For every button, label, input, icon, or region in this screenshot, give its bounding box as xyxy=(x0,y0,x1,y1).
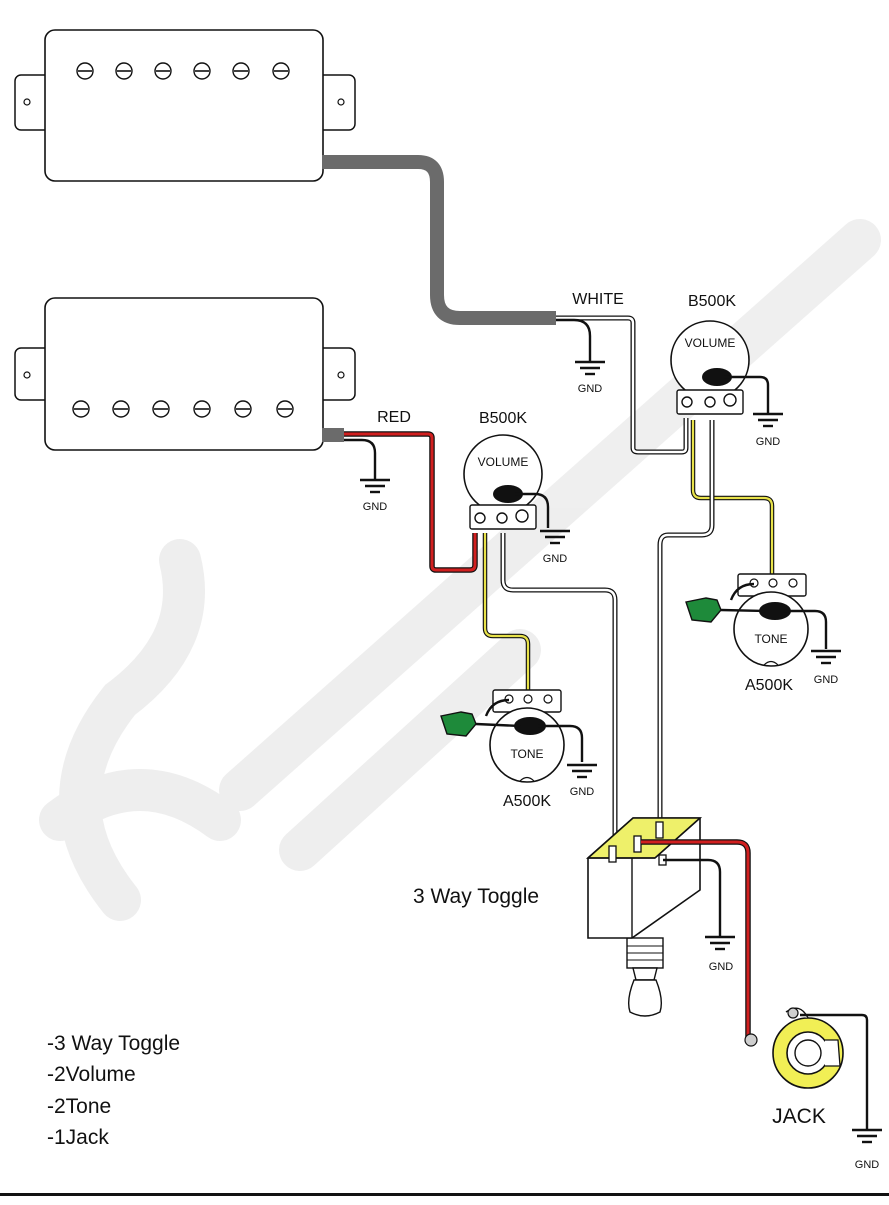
gnd-label-vol1: GND xyxy=(543,553,568,565)
parts-list-item: -1Jack xyxy=(47,1126,109,1149)
tone-1-label: TONE xyxy=(510,747,543,761)
volume-pot-1: VOLUME xyxy=(463,434,550,530)
gnd-symbol-toggle xyxy=(705,935,735,951)
bridge-shield-cable xyxy=(322,428,344,442)
parts-list-item: -2Tone xyxy=(47,1095,111,1118)
bottom-border xyxy=(0,1193,889,1196)
gnd-label-tone1: GND xyxy=(570,786,595,798)
tone-2-value: A500K xyxy=(745,677,793,694)
gnd-symbol-jack xyxy=(852,1128,882,1144)
volume-1-label: VOLUME xyxy=(478,455,529,469)
red-wire-label: RED xyxy=(377,409,411,426)
gnd-label-jack: GND xyxy=(855,1159,880,1171)
gnd-symbol-tone1 xyxy=(567,763,597,779)
parts-list-item: -3 Way Toggle xyxy=(47,1032,180,1055)
tone-pot-1: TONE xyxy=(440,689,584,783)
gnd-symbol-tone2 xyxy=(811,649,841,665)
toggle-label: 3 Way Toggle xyxy=(413,885,539,908)
volume-2-label: VOLUME xyxy=(685,336,736,350)
parts-list-item: -2Volume xyxy=(47,1063,136,1086)
neck-shield-cable xyxy=(322,155,556,325)
gnd-label-vol2: GND xyxy=(756,436,781,448)
gnd-label-toggle: GND xyxy=(709,961,734,973)
gnd-symbol-vol2 xyxy=(753,412,783,428)
bridge-humbucker-pickup xyxy=(14,297,356,451)
volume-2-value: B500K xyxy=(688,293,736,310)
parts-list: -3 Way Toggle -2Volume -2Tone -1Jack xyxy=(47,1032,180,1149)
volume-pot-2: VOLUME xyxy=(670,320,770,415)
toggle-wire-2 xyxy=(657,420,715,830)
neck-humbucker-pickup xyxy=(14,29,356,182)
jack-label: JACK xyxy=(772,1105,826,1128)
gnd-symbol-vol1 xyxy=(540,529,570,545)
gnd-label-neck: GND xyxy=(578,383,603,395)
watermark xyxy=(39,219,881,921)
gnd-label-tone2: GND xyxy=(814,674,839,686)
gnd-symbol-neck xyxy=(575,360,605,376)
tone-2-label: TONE xyxy=(754,632,787,646)
three-way-toggle-switch xyxy=(585,817,703,1017)
output-jack xyxy=(744,1007,844,1089)
tone-pot-2: TONE xyxy=(685,573,828,667)
tone-1-value: A500K xyxy=(503,793,551,810)
volume-1-value: B500K xyxy=(479,410,527,427)
gnd-label-bridge: GND xyxy=(363,501,388,513)
white-wire-label: WHITE xyxy=(572,291,624,308)
gnd-symbol-bridge xyxy=(360,478,390,494)
